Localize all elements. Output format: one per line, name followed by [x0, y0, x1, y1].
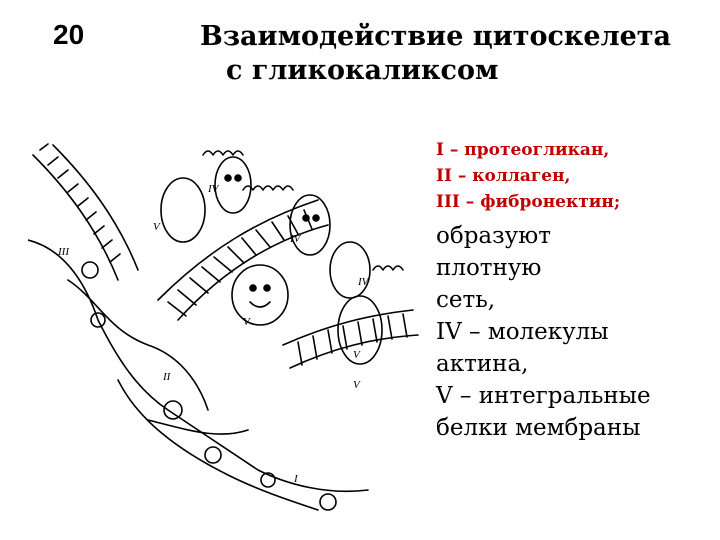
- legend-text-6: белки мембраны: [436, 415, 641, 441]
- figure-label: V: [353, 379, 361, 391]
- figure-label: III: [57, 246, 70, 258]
- membrane-band-middle: [157, 199, 329, 321]
- integral-protein-molecules: [160, 156, 383, 365]
- membrane-band-left: [32, 143, 139, 281]
- figure-label: I: [293, 473, 299, 485]
- slide-number: 20: [53, 19, 85, 50]
- cytoskeleton-glycocalyx-illustration: III IV V IV V IV V V II I: [28, 143, 419, 511]
- title-line-1: Взаимодействие цитоскелета: [200, 21, 672, 52]
- actin-springs: [202, 150, 404, 271]
- legend-item-fibronectin: III – фибронектин;: [436, 192, 621, 212]
- extracellular-network: [28, 239, 369, 511]
- legend-black: образуют плотную сеть, IV – молекулы акт…: [436, 220, 651, 444]
- legend-text-4: актина,: [436, 351, 529, 377]
- legend-item-proteoglycan: I – протеогликан,: [436, 140, 610, 160]
- figure-label: V: [353, 349, 361, 361]
- figure-label: II: [162, 371, 172, 383]
- slide-title: Взаимодействие цитоскелета с гликокаликс…: [200, 20, 720, 88]
- legend-text-2: сеть,: [436, 287, 496, 313]
- figure-labels: III IV V IV V IV V V II I: [57, 183, 370, 485]
- figure-label: IV: [289, 233, 302, 245]
- title-line-2: с гликокаликсом: [226, 55, 499, 86]
- legend-text-0: образуют: [436, 223, 551, 249]
- legend-red: I – протеогликан, II – коллаген, III – ф…: [436, 137, 620, 215]
- figure-label: IV: [357, 276, 370, 288]
- figure-label: V: [153, 221, 161, 233]
- figure-label: V: [243, 316, 251, 328]
- figure-label: IV: [207, 183, 220, 195]
- legend-text-5: V – интегральные: [436, 383, 651, 409]
- membrane-band-right: [282, 309, 419, 369]
- legend-text-3: IV – молекулы: [436, 319, 609, 345]
- legend-item-collagen: II – коллаген,: [436, 166, 571, 186]
- legend-text-1: плотную: [436, 255, 542, 281]
